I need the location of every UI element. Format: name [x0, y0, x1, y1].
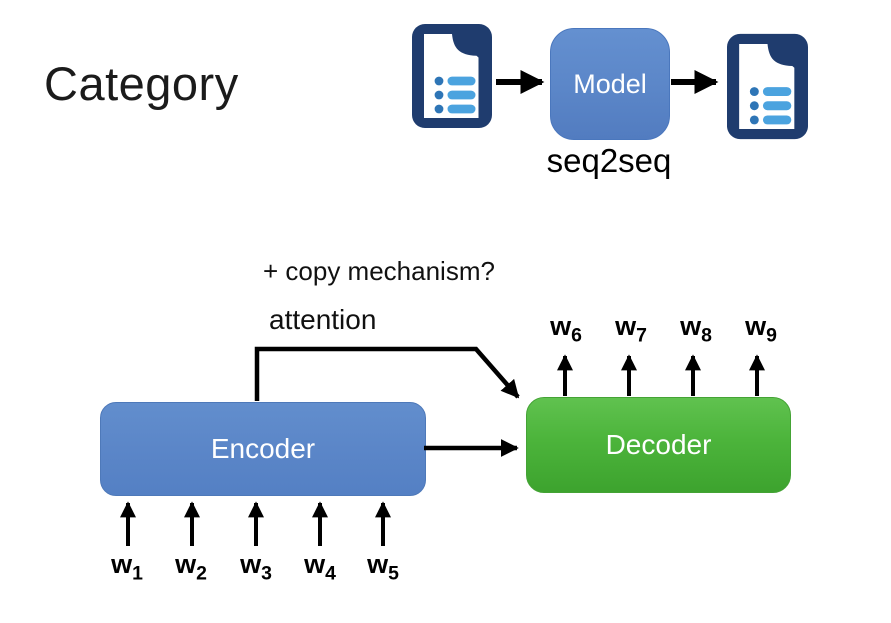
encoder-box-label: Encoder [210, 433, 316, 464]
seq2seq-caption: seq2seq [546, 142, 672, 179]
attention-annotation: attention [269, 304, 377, 335]
model-box: Model [550, 28, 670, 140]
encoder-box: Encoder [100, 402, 426, 496]
output-token-w6: w6 [550, 311, 582, 347]
decoder-box: Decoder [526, 397, 791, 493]
model-box-label: Model [573, 68, 647, 99]
output-token-w9: w9 [745, 311, 777, 347]
input-token-w5: w5 [367, 549, 399, 585]
copy-mechanism-annotation: + copy mechanism? [263, 256, 495, 286]
input-document-icon [412, 24, 492, 128]
slide-title: Category [44, 57, 239, 110]
input-token-w4: w4 [304, 549, 336, 585]
output-token-w8: w8 [680, 311, 712, 347]
input-token-w2: w2 [175, 549, 207, 585]
output-document-icon [727, 33, 808, 140]
attention-arrow [254, 346, 520, 401]
decoder-box-label: Decoder [605, 429, 712, 460]
input-token-w3: w3 [240, 549, 272, 585]
input-token-w1: w1 [111, 549, 143, 585]
output-token-w7: w7 [615, 311, 647, 347]
